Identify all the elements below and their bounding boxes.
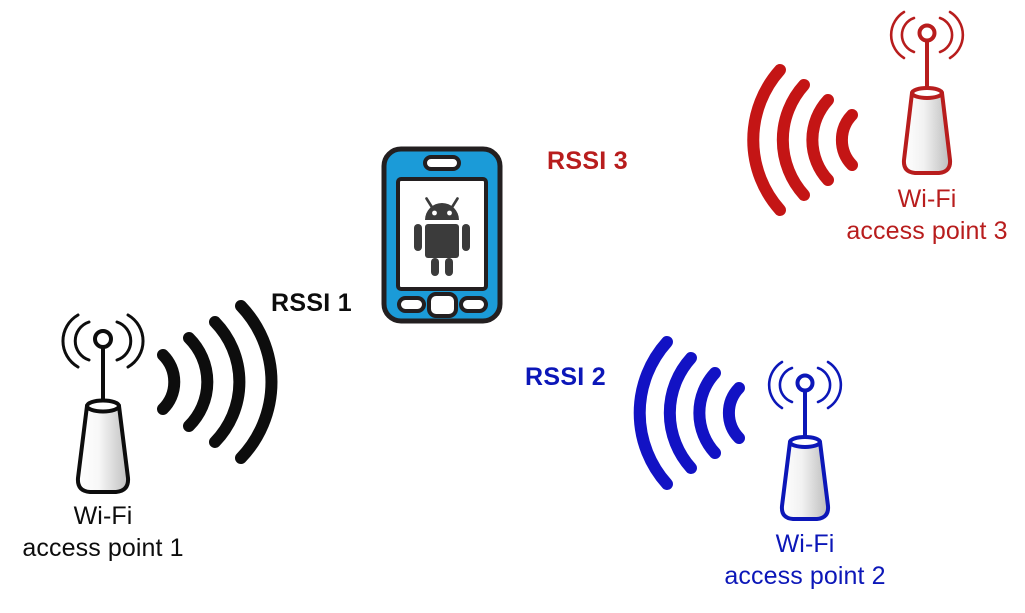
- signal-waves-blue-icon: [633, 336, 745, 490]
- access-point-1-label: Wi-Fi access point 1: [22, 502, 184, 562]
- phone-button-left[interactable]: [397, 296, 426, 313]
- ap3-cone: [901, 91, 953, 175]
- access-point-2: Wi-Fi access point 2: [724, 358, 886, 590]
- ap2-cone-top: [788, 435, 822, 449]
- phone-earpiece: [423, 155, 461, 171]
- ap1-antenna-ball: [93, 329, 113, 349]
- rssi-1-waves: [155, 295, 285, 465]
- signal-waves-red-icon: [747, 64, 858, 216]
- ap3-antenna-ball: [917, 23, 937, 43]
- signal-waves-black-icon: [157, 300, 278, 464]
- rssi-3-waves: [740, 60, 870, 220]
- ap3-emission-arcs: [889, 10, 965, 60]
- ap2-cone: [779, 440, 831, 521]
- phone-button-right[interactable]: [459, 296, 488, 313]
- ap3-cone-top: [910, 86, 944, 100]
- rssi-2-waves: [625, 330, 755, 495]
- ap1-emission-arcs: [61, 313, 145, 369]
- ap2-emission-arcs: [767, 360, 843, 410]
- rssi-3-label: RSSI 3: [547, 147, 628, 175]
- ap1-cone-top: [85, 398, 121, 414]
- access-point-3-label: Wi-Fi access point 3: [846, 185, 1008, 245]
- rssi-2-label: RSSI 2: [525, 363, 606, 391]
- ap1-cone: [75, 404, 131, 494]
- access-point-1-icon: [61, 313, 145, 494]
- access-point-1: Wi-Fi access point 1: [22, 310, 184, 562]
- rssi-1-label: RSSI 1: [271, 289, 352, 317]
- ap2-antenna-ball: [795, 373, 815, 393]
- access-point-3: Wi-Fi access point 3: [846, 8, 1008, 245]
- android-smartphone: [381, 146, 503, 324]
- access-point-2-label: Wi-Fi access point 2: [724, 530, 886, 590]
- access-point-2-icon: [767, 360, 843, 521]
- smartphone-icon: [381, 146, 503, 324]
- android-robot-icon: [414, 197, 470, 276]
- access-point-3-icon: [889, 10, 965, 175]
- phone-home-button[interactable]: [427, 292, 458, 318]
